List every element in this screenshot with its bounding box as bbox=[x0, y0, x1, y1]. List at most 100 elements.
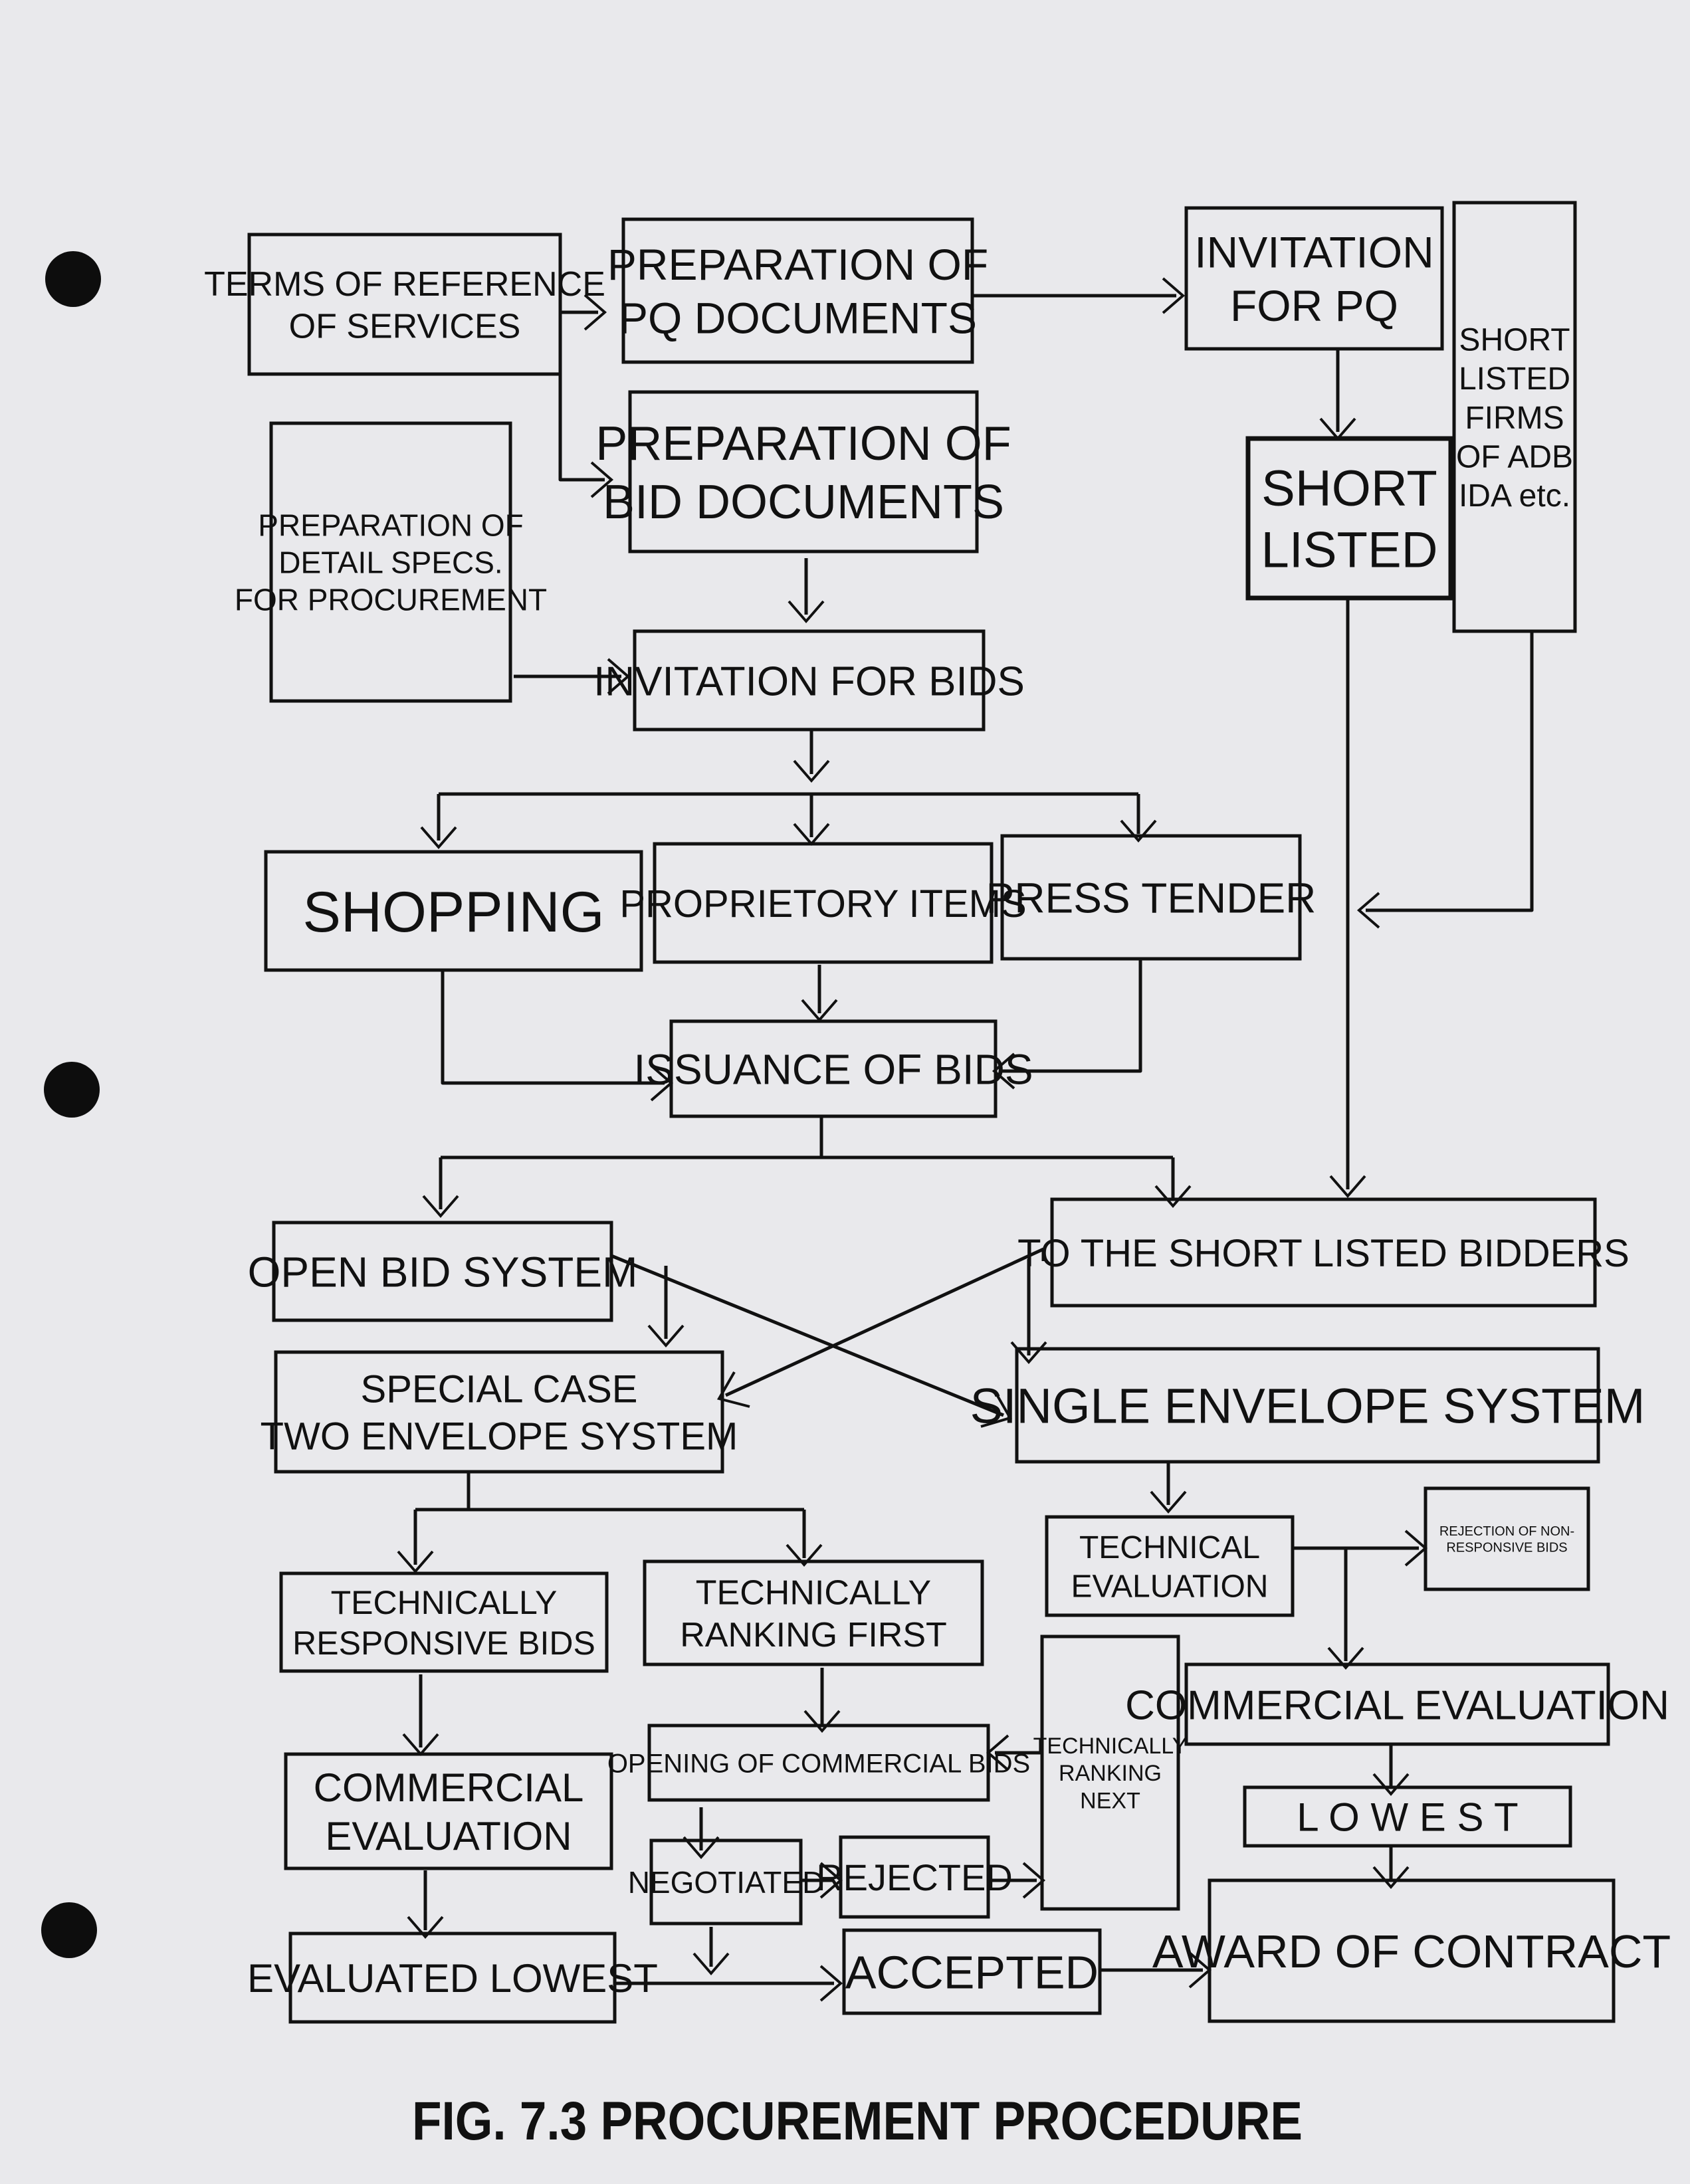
binder-hole-middle bbox=[44, 1062, 100, 1118]
two-envelope-box bbox=[274, 1350, 724, 1474]
node-lowest: L O W E S T bbox=[1243, 1785, 1572, 1848]
negotiated-label: NEGOTIATED bbox=[628, 1865, 825, 1900]
to-short-listed-label: TO THE SHORT LISTED BIDDERS bbox=[1017, 1232, 1630, 1275]
tech-eval-label: EVALUATION bbox=[1071, 1569, 1269, 1605]
proprietary-box bbox=[653, 842, 994, 964]
node-award: AWARD OF CONTRACT bbox=[1152, 1878, 1671, 2023]
proprietary-label: PROPRIETORY ITEMS bbox=[619, 882, 1026, 926]
open-bid-box bbox=[272, 1221, 613, 1322]
evaluated-lowest-box bbox=[288, 1932, 617, 2024]
node-detail-specs: PREPARATION OF DETAIL SPECS.FOR PROCUREME… bbox=[235, 421, 547, 703]
prep-bid-label: BID DOCUMENTS bbox=[603, 476, 1004, 529]
node-to-short-listed: TO THE SHORT LISTED BIDDERS bbox=[1017, 1197, 1630, 1308]
tech-ranking-next-box bbox=[1040, 1635, 1180, 1911]
node-issuance: ISSUANCE OF BIDS bbox=[634, 1019, 1033, 1118]
accepted-label: ACCEPTED bbox=[845, 1947, 1099, 1999]
short-listed-label: LISTED bbox=[1261, 522, 1437, 579]
short-listed-firms-label: OF ADB bbox=[1456, 439, 1573, 474]
press-tender-label: PRESS TENDER bbox=[986, 874, 1317, 922]
node-evaluated-lowest: EVALUATED LOWEST bbox=[247, 1932, 658, 2024]
tech-responsive-label: RESPONSIVE BIDS bbox=[292, 1625, 595, 1662]
flow-connectors bbox=[397, 277, 1534, 2002]
node-opening-commercial: OPENING OF COMMERCIAL BIDS bbox=[607, 1724, 1030, 1802]
tech-ranking-first-label: TECHNICALLY bbox=[696, 1574, 931, 1613]
shopping-box bbox=[264, 850, 643, 972]
commercial-eval-two-label: COMMERCIAL bbox=[314, 1765, 584, 1810]
issuance-box bbox=[669, 1019, 998, 1118]
inv-bids-box bbox=[633, 629, 986, 732]
short-listed-firms-box bbox=[1452, 201, 1577, 633]
node-rejection: REJECTION OF NON-RESPONSIVE BIDS bbox=[1424, 1486, 1590, 1591]
detail-specs-label: PREPARATION OF bbox=[258, 508, 524, 542]
rejected-box bbox=[839, 1835, 990, 1919]
detail-specs-box bbox=[269, 421, 512, 703]
short-listed-label: SHORT bbox=[1261, 460, 1437, 517]
prep-pq-label: PQ DOCUMENTS bbox=[619, 294, 977, 343]
open-bid-label: OPEN BID SYSTEM bbox=[248, 1248, 638, 1296]
node-prep-pq: PREPARATION OF PQ DOCUMENTS bbox=[607, 217, 988, 364]
binder-hole-top bbox=[45, 251, 101, 307]
negotiated-box bbox=[649, 1838, 803, 1926]
binder-hole-bottom bbox=[41, 1902, 97, 1958]
node-accepted: ACCEPTED bbox=[842, 1928, 1102, 2015]
tech-ranking-first-box bbox=[643, 1559, 984, 1666]
single-envelope-box bbox=[1015, 1347, 1600, 1464]
rejection-box bbox=[1424, 1486, 1590, 1591]
opening-commercial-label: OPENING OF COMMERCIAL BIDS bbox=[607, 1749, 1030, 1778]
prep-pq-label: PREPARATION OF bbox=[607, 240, 988, 289]
node-open-bid: OPEN BID SYSTEM bbox=[248, 1221, 638, 1322]
commercial-eval-two-box bbox=[284, 1752, 613, 1870]
inv-pq-label: INVITATION bbox=[1194, 228, 1434, 277]
node-negotiated: NEGOTIATED bbox=[628, 1838, 825, 1926]
inv-bids-label: INVITATION FOR BIDS bbox=[593, 658, 1025, 704]
two-envelope-label: SPECIAL CASE bbox=[361, 1368, 638, 1411]
inv-pq-box bbox=[1184, 206, 1444, 351]
tech-responsive-label: TECHNICALLY bbox=[331, 1584, 558, 1621]
press-tender-box bbox=[1000, 834, 1302, 961]
node-press-tender: PRESS TENDER bbox=[986, 834, 1317, 961]
short-listed-box bbox=[1245, 436, 1453, 601]
short-listed-firms-label: FIRMS bbox=[1465, 401, 1564, 436]
inv-pq-label: FOR PQ bbox=[1230, 281, 1398, 330]
node-rejected: REJECTED bbox=[816, 1835, 1013, 1919]
shopping-label: SHOPPING bbox=[303, 880, 605, 944]
figure-caption: FIG. 7.3 PROCUREMENT PROCEDURE bbox=[412, 2091, 1303, 2151]
two-envelope-label: TWO ENVELOPE SYSTEM bbox=[261, 1415, 738, 1458]
tech-responsive-box bbox=[279, 1571, 609, 1673]
prep-pq-box bbox=[621, 217, 974, 364]
detail-specs-label: DETAIL SPECS. bbox=[278, 546, 502, 580]
commercial-eval-single-label: COMMERCIAL EVALUATION bbox=[1125, 1682, 1669, 1728]
to-short-listed-box bbox=[1050, 1197, 1597, 1308]
commercial-eval-single-box bbox=[1184, 1662, 1610, 1746]
node-shopping: SHOPPING bbox=[264, 850, 643, 972]
short-listed-firms-label: LISTED bbox=[1459, 361, 1570, 397]
short-listed-firms-label: SHORT bbox=[1459, 323, 1570, 358]
node-tech-eval: TECHNICAL EVALUATION bbox=[1045, 1515, 1295, 1617]
prep-bid-box bbox=[628, 390, 979, 553]
tor-label: OF SERVICES bbox=[289, 307, 521, 346]
award-label: AWARD OF CONTRACT bbox=[1152, 1926, 1671, 1977]
issuance-label: ISSUANCE OF BIDS bbox=[634, 1046, 1033, 1094]
opening-commercial-box bbox=[647, 1724, 990, 1802]
tech-ranking-next-label: NEXT bbox=[1080, 1789, 1140, 1814]
single-envelope-label: SINGLE ENVELOPE SYSTEM bbox=[970, 1379, 1645, 1434]
award-box bbox=[1208, 1878, 1616, 2023]
node-tech-responsive: TECHNICALLY RESPONSIVE BIDS bbox=[279, 1571, 609, 1673]
lowest-label: L O W E S T bbox=[1297, 1795, 1518, 1840]
tech-ranking-next-label: RANKING bbox=[1059, 1761, 1162, 1786]
tech-eval-label: TECHNICAL bbox=[1079, 1530, 1260, 1565]
detail-specs-label: FOR PROCUREMENT bbox=[235, 583, 547, 617]
rejected-label: REJECTED bbox=[816, 1856, 1013, 1898]
tor-box bbox=[247, 233, 562, 376]
